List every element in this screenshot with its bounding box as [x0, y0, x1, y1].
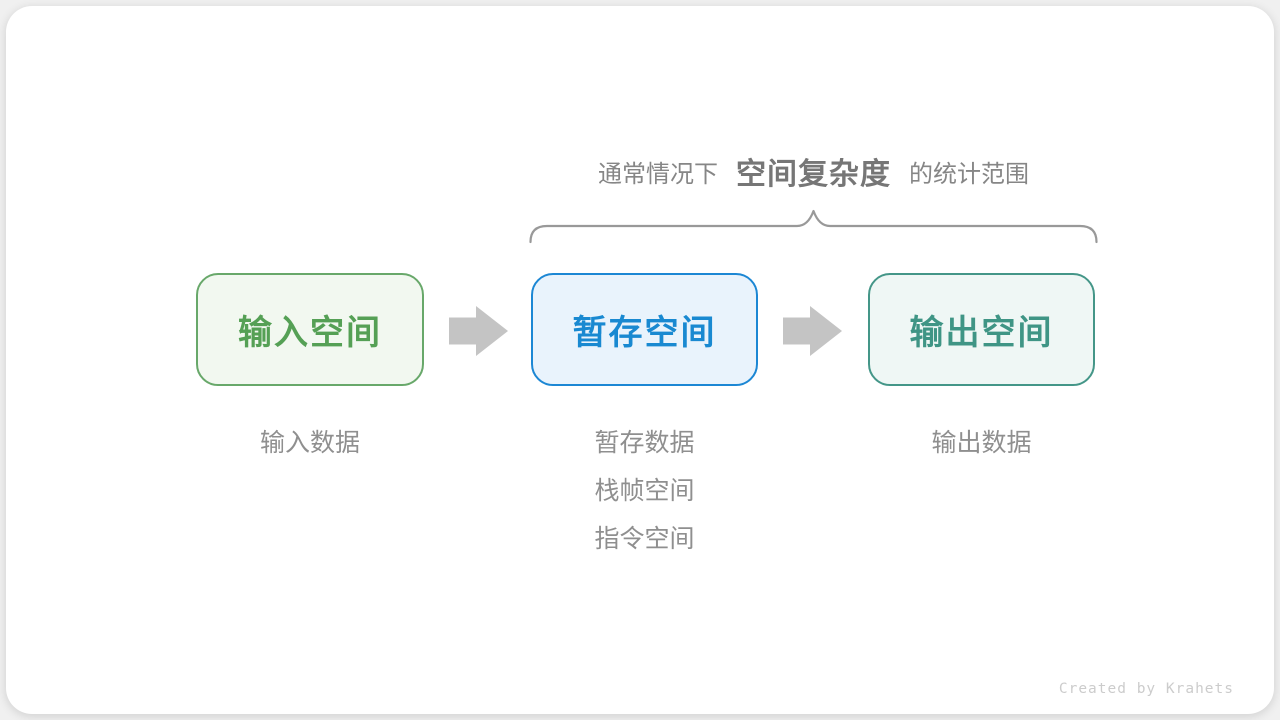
arrow-right-icon — [783, 306, 842, 356]
note-line: 输入数据 — [259, 429, 360, 457]
note-output: 输出数据 — [868, 419, 1095, 467]
box-output-space: 输出空间 — [868, 273, 1095, 386]
box-buffer-space: 暂存空间 — [531, 273, 758, 386]
caption-highlight: 空间复杂度 — [736, 158, 891, 191]
box-buffer-space-label: 暂存空间 — [572, 314, 717, 352]
caption: 通常情况下 空间复杂度 的统计范围 — [529, 146, 1098, 196]
curly-brace-icon — [529, 209, 1098, 244]
box-input-space: 输入空间 — [196, 273, 424, 386]
note-line: 指令空间 — [594, 525, 695, 553]
note-buffer: 暂存数据 栈帧空间 指令空间 — [531, 419, 758, 563]
note-line: 暂存数据 — [594, 429, 695, 457]
credit-text: Created by Krahets — [1058, 681, 1234, 697]
arrow-right-icon — [449, 306, 508, 356]
diagram-card: 通常情况下 空间复杂度 的统计范围 输入空间 暂存空间 输出空间 输入数据 暂存… — [6, 6, 1274, 714]
note-line: 输出数据 — [931, 429, 1032, 457]
note-input: 输入数据 — [196, 419, 424, 467]
note-line: 栈帧空间 — [594, 477, 695, 505]
caption-prefix: 通常情况下 — [598, 160, 718, 188]
box-output-space-label: 输出空间 — [909, 314, 1054, 352]
caption-suffix: 的统计范围 — [909, 160, 1029, 188]
box-input-space-label: 输入空间 — [238, 314, 382, 352]
